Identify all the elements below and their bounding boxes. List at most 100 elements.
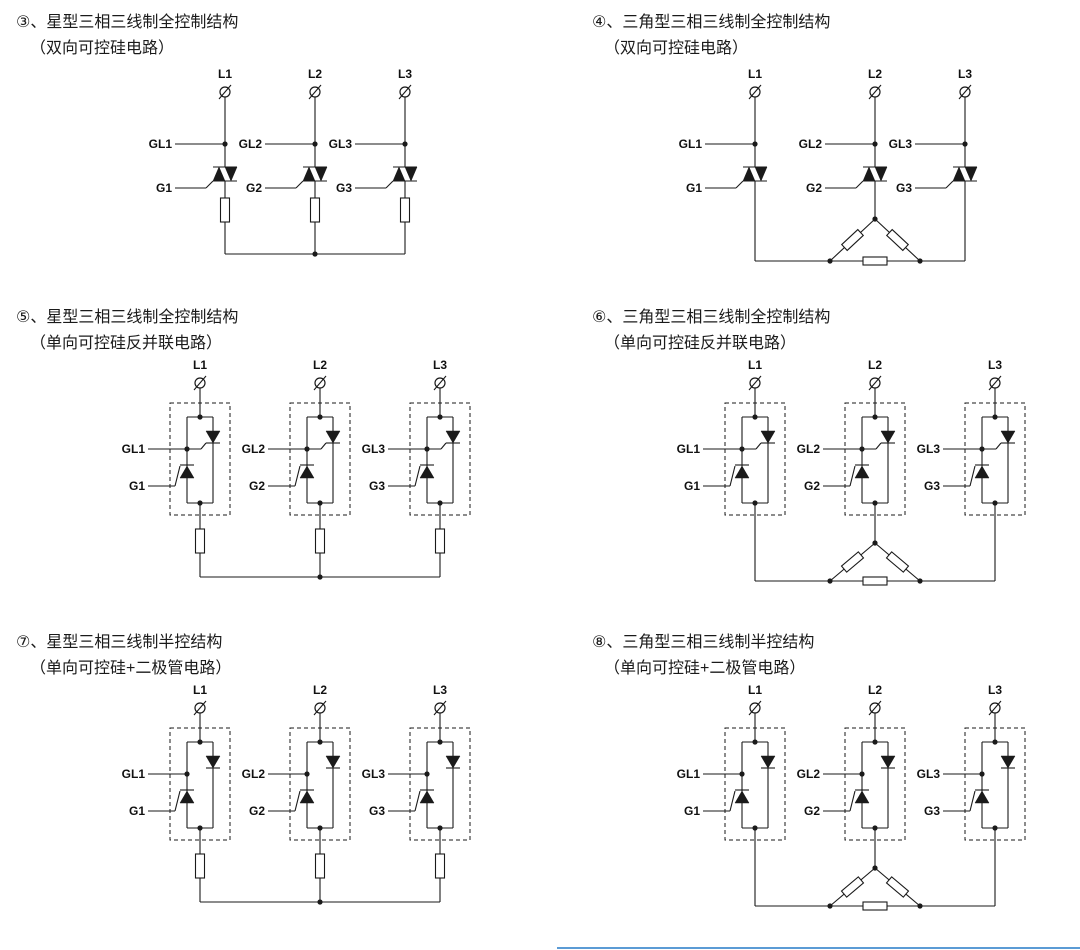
- terminal-slash: [433, 375, 447, 391]
- resistor: [314, 853, 326, 879]
- phase-label: L1: [218, 67, 232, 81]
- thyristor-module-box: [409, 402, 471, 516]
- junction-dot: [979, 771, 985, 777]
- gate-line-label: GL3: [917, 767, 941, 781]
- gate-wire: [385, 180, 394, 189]
- thyristor-module-box: [724, 402, 786, 516]
- gate-label: G3: [369, 804, 385, 818]
- scr-triangle: [880, 430, 896, 444]
- scr-triangle: [854, 465, 870, 479]
- junction-dot: [304, 771, 310, 777]
- triac-triangle: [392, 166, 406, 182]
- thyristor-module-box: [724, 727, 786, 841]
- diode-triangle: [205, 755, 221, 769]
- junction-dot: [872, 540, 878, 546]
- resistor: [194, 853, 206, 879]
- thyristor-module-box: [844, 727, 906, 841]
- junction-dot: [197, 500, 203, 506]
- diode-triangle: [760, 755, 776, 769]
- triac-triangle: [212, 166, 226, 182]
- junction-dot: [872, 865, 878, 871]
- junction-dot: [827, 258, 833, 264]
- scr-triangle: [734, 465, 750, 479]
- terminal-slash: [313, 700, 327, 716]
- gate-label: G2: [804, 804, 820, 818]
- gate-label: G3: [336, 181, 352, 195]
- terminal-slash: [218, 84, 232, 100]
- gate-line-label: GL1: [679, 137, 703, 151]
- scr-triangle: [299, 465, 315, 479]
- gate-line-label: GL2: [239, 137, 263, 151]
- resistor: [862, 901, 888, 911]
- terminal-slash: [193, 700, 207, 716]
- terminal-slash: [398, 84, 412, 100]
- terminal-slash: [868, 700, 882, 716]
- gate-line-label: GL1: [677, 442, 701, 456]
- scr-triangle: [419, 790, 435, 804]
- terminal-slash: [868, 375, 882, 391]
- thyristor-module-box: [169, 402, 231, 516]
- panel-title: ⑥、三角型三相三线制全控制结构: [592, 309, 831, 326]
- phase-label: L1: [748, 683, 762, 697]
- phase-label: L1: [748, 67, 762, 81]
- junction-dot: [917, 258, 923, 264]
- resistor: [840, 551, 865, 573]
- slanted-resistor: [840, 228, 865, 252]
- gate-wire: [969, 790, 976, 812]
- gate-label: G1: [129, 804, 145, 818]
- resistor: [399, 197, 411, 223]
- terminal-slash: [958, 84, 972, 100]
- junction-dot: [437, 500, 443, 506]
- gate-wire: [945, 180, 954, 189]
- diode-triangle: [880, 755, 896, 769]
- gate-wire: [729, 465, 736, 487]
- slanted-resistor: [885, 876, 910, 898]
- gate-label: G2: [249, 479, 265, 493]
- gate-wire: [200, 442, 207, 450]
- slanted-resistor: [885, 551, 910, 573]
- triac-triangle: [964, 166, 978, 182]
- junction-dot: [859, 771, 865, 777]
- gate-line-label: GL2: [242, 442, 266, 456]
- gate-label: G3: [369, 479, 385, 493]
- terminal-slash: [308, 84, 322, 100]
- terminal-slash: [748, 84, 762, 100]
- terminal-slash: [988, 375, 1002, 391]
- gate-wire: [995, 442, 1002, 450]
- junction-dot: [424, 446, 430, 452]
- junction-dot: [184, 446, 190, 452]
- scr-triangle: [734, 790, 750, 804]
- gate-wire: [174, 790, 181, 812]
- gate-line-label: GL1: [677, 767, 701, 781]
- gate-line-label: GL2: [797, 442, 821, 456]
- scr-triangle: [179, 790, 195, 804]
- junction-dot: [827, 578, 833, 584]
- gate-wire: [875, 442, 882, 450]
- gate-label: G1: [686, 181, 702, 195]
- thyristor-module-box: [409, 727, 471, 841]
- resistor: [314, 528, 326, 554]
- junction-dot: [917, 903, 923, 909]
- scr-triangle: [205, 430, 221, 444]
- terminal-slash: [748, 375, 762, 391]
- gate-wire: [414, 790, 421, 812]
- diode-triangle: [445, 755, 461, 769]
- thyristor-module-box: [169, 727, 231, 841]
- gate-wire: [295, 180, 304, 189]
- phase-label: L3: [433, 358, 447, 372]
- phase-label: L3: [398, 67, 412, 81]
- junction-dot: [304, 446, 310, 452]
- triac-triangle: [742, 166, 756, 182]
- panel-subtitle: （单向可控硅+二极管电路）: [30, 660, 232, 677]
- gate-wire: [849, 465, 856, 487]
- resistor: [219, 197, 231, 223]
- terminal-slash: [988, 700, 1002, 716]
- gate-wire: [294, 465, 301, 487]
- resistor: [862, 576, 888, 586]
